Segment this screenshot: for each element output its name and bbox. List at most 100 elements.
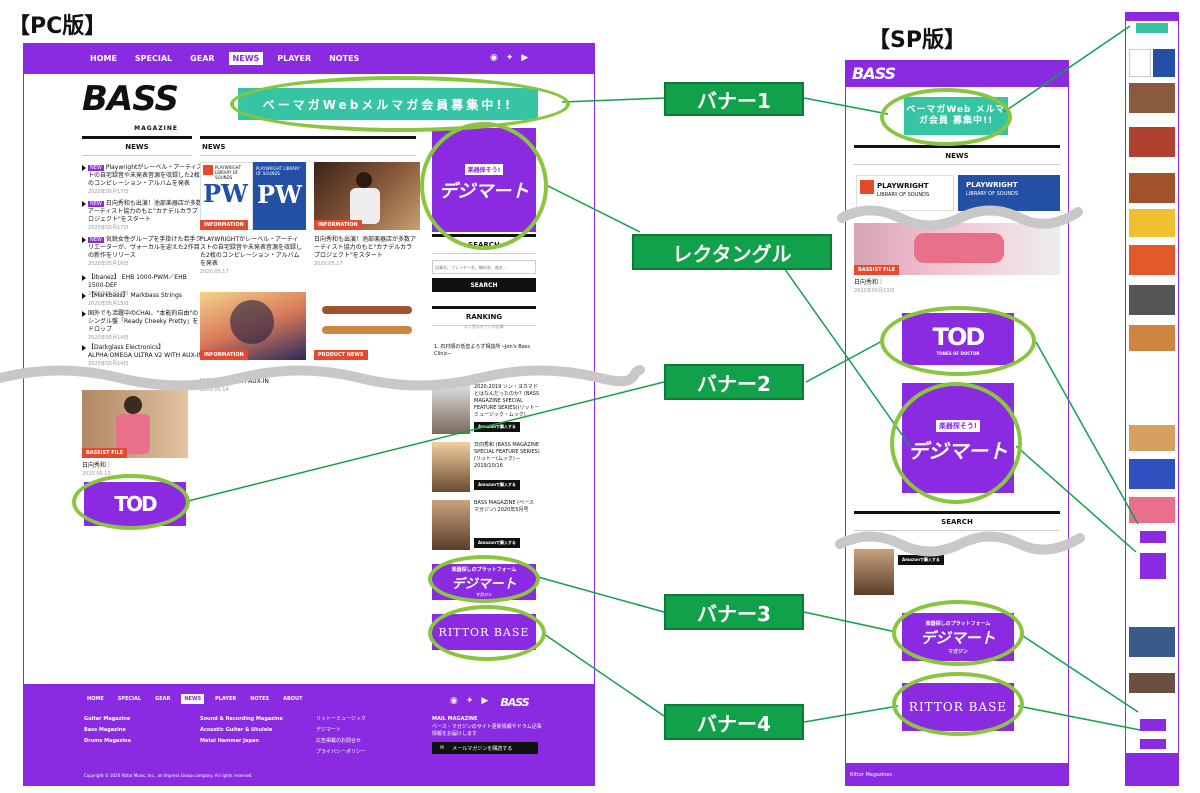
footer-nav-item-home[interactable]: HOME — [87, 696, 104, 702]
footer-link-col1-0[interactable]: Guitar Magazine — [84, 716, 131, 722]
nav-item-special[interactable]: SPECIAL — [134, 54, 173, 63]
sp-pw-2b: LIBRARY OF SOUNDS — [966, 191, 1019, 197]
footer-nav-item-special[interactable]: SPECIAL — [117, 696, 142, 702]
footer-link-col2-1[interactable]: Acoustic Guitar & Ukulele — [200, 727, 273, 733]
pc-search-button[interactable]: SEARCH — [432, 278, 536, 292]
sp-bassist-title: 日向秀和｜ — [854, 279, 885, 286]
sp-pw-cover-1[interactable]: PLAYWRIGHT LIBRARY OF SOUNDS — [856, 175, 954, 211]
youtube-icon[interactable]: ▶ — [521, 53, 529, 63]
pc-bottom-card-thumb[interactable]: BASSIST FILE — [82, 390, 188, 458]
news-list-item[interactable]: 国外でも活躍中のCHAI、"本能的自由"のシングル盤「Ready Cheeky … — [82, 310, 203, 342]
ellipse-pc-rect — [420, 122, 548, 250]
pc-card-person-body-2 — [350, 188, 380, 224]
pc-card-tag-1: INFORMATION — [200, 220, 248, 230]
footer-link-col2-2[interactable]: Metal Hammer Japan — [200, 738, 259, 744]
pc-footer-copyright: Copyright © 2020 Rittor Music, Inc., an … — [84, 773, 253, 778]
footer-nav-item-news[interactable]: NEWS — [181, 694, 205, 704]
footer-link-col3-0[interactable]: リットーミュージック — [316, 716, 366, 722]
nav-item-home[interactable]: HOME — [90, 54, 117, 63]
pc-logo-sub: MAGAZINE — [134, 125, 178, 132]
pc-card-caption-1[interactable]: PLAYWRIGHTがレーベル・アーティストの自宅録音や未発表音源を収録した2枚… — [200, 236, 304, 276]
pc-card-thumb-3[interactable]: INFORMATION — [200, 292, 306, 360]
footer-link-col3-1[interactable]: デジマート — [316, 727, 342, 733]
pc-search-input[interactable] — [432, 260, 536, 274]
footer-twitter-icon[interactable]: ✦ — [465, 696, 474, 706]
footer-link-col2-0[interactable]: Sound & Recording Magazine — [200, 716, 283, 722]
pc-bottom-card-caption[interactable]: 日向秀和｜ 2020.05.13 — [82, 462, 186, 478]
amazon-book-title[interactable]: 2020-2019 ソン・ヨカマドとはなんだったのか？(BASS MAGAZIN… — [474, 384, 540, 418]
nav-item-player[interactable]: PLAYER — [277, 54, 312, 63]
sp-book-cover[interactable] — [854, 549, 894, 595]
sp-bassist-tag: BASSIST FILE — [854, 265, 900, 275]
label-rect: レクタングル — [632, 234, 832, 270]
amazon-buy-button[interactable]: Amazonで購入する — [474, 538, 520, 548]
amazon-book-cover[interactable] — [432, 442, 470, 492]
amazon-buy-button[interactable]: Amazonで購入する — [474, 480, 520, 490]
footer-youtube-icon[interactable]: ▶ — [481, 696, 489, 706]
mail-icon: ✉ — [440, 745, 445, 751]
sp-pw-cover-2[interactable]: PLAYWRIGHT LIBRARY OF SOUNDS — [958, 175, 1060, 211]
pc-ranking-item[interactable]: 1. 石村順の低音よろず相談所 ─Jon's Bass Clinic─ — [434, 344, 530, 357]
footer-nav-item-notes[interactable]: NOTES — [250, 696, 270, 702]
sp-pw-1: PLAYWRIGHT — [877, 182, 929, 190]
amazon-book-title[interactable]: BASS MAGAZINE (ベース マガジン) 2020年5月号 — [474, 500, 534, 513]
sp-bassist-photo[interactable]: BASSIST FILE — [854, 223, 1060, 275]
footer-nav-item-player[interactable]: PLAYER — [215, 696, 237, 702]
pc-card-tag-2: INFORMATION — [314, 220, 362, 230]
amazon-book-title[interactable]: 日向秀和 (BASS MAGAZINE SPECIAL FEATURE SERI… — [474, 442, 540, 469]
pc-card-thumb-2[interactable]: INFORMATION — [314, 162, 420, 230]
footer-link-col1-2[interactable]: Drums Magazine — [84, 738, 131, 744]
footer-link-col3-2[interactable]: 広告掲載のお問合せ — [316, 738, 362, 744]
footer-nav-item-about[interactable]: ABOUT — [283, 696, 303, 702]
twitter-icon[interactable]: ✦ — [505, 53, 514, 63]
rss-icon[interactable]: ◉ — [490, 53, 498, 63]
nav-item-gear[interactable]: GEAR — [190, 54, 215, 63]
new-badge: NEW — [88, 165, 104, 171]
footer-link-col3-3[interactable]: プライバシーポリシー — [316, 749, 366, 755]
amazon-book-cover[interactable] — [432, 384, 470, 434]
strip-photo-4 — [1129, 209, 1175, 237]
label-banner2: バナー2 — [664, 364, 804, 400]
strip-banner-4 — [1140, 739, 1166, 749]
nav-item-notes[interactable]: NOTES — [329, 54, 360, 63]
bullet-triangle-icon — [82, 237, 86, 243]
pc-card-thumb-4[interactable]: PRODUCT NEWS — [314, 292, 420, 360]
news-list-date: 2020年05月17日 — [88, 225, 129, 231]
news-list-item[interactable]: 【Darkglass Electronics】 ALPHA·OMEGA ULTR… — [82, 344, 203, 368]
sp-amazon-button[interactable]: Amazonで購入する — [898, 555, 944, 565]
amazon-buy-button[interactable]: Amazonで購入する — [474, 422, 520, 432]
news-list-date: 2020年05月14日 — [88, 361, 129, 367]
pc-card-thumb-1[interactable]: PW PLAYWRIGHT LIBRARY OF SOUNDS PLAYWRIG… — [200, 162, 306, 230]
pc-social-icons: ◉ ✦ ▶ — [490, 53, 528, 63]
news-list-date: 2020年05月15日 — [88, 291, 129, 297]
pc-card-caption-2[interactable]: 日向秀和も出演！池部楽器店が多数アーティスト協力のもと"カナデルカラプロジェクト… — [314, 236, 418, 268]
news-list-title: 日向秀和も出演！池部楽器店が多数アーティスト協力のもと"カナデルカラプロジェクト… — [88, 200, 202, 223]
footer-nav-item-gear[interactable]: GEAR — [155, 696, 171, 702]
pc-ranking-title: RANKING — [432, 306, 536, 326]
amazon-book-cover[interactable] — [432, 500, 470, 550]
pc-footer-logo[interactable]: BASS — [500, 696, 529, 709]
pc-bottom-caption-1[interactable]: ULTRA V2 WITH AUX-IN 2020.05.14 — [200, 378, 310, 394]
sp-bassist-caption[interactable]: 日向秀和｜ 2020年05月13日 — [854, 279, 954, 295]
news-list-date: 2020年05月17日 — [88, 189, 129, 195]
pw-cover-text-2: PLAYWRIGHT LIBRARY OF SOUNDS — [256, 166, 300, 176]
strip-banner-tod — [1140, 531, 1166, 543]
pc-footer-mail-button[interactable]: ✉ メールマガジンを購読する — [432, 742, 538, 754]
news-list-date: 2020年05月16日 — [88, 261, 129, 267]
footer-link-col1-1[interactable]: Bass Magazine — [84, 727, 126, 733]
ellipse-sp-banner2 — [880, 306, 1036, 376]
footer-rss-icon[interactable]: ◉ — [450, 696, 458, 706]
sp-pw-logo-mark — [860, 180, 874, 194]
pc-bottom-card-title: 日向秀和｜ — [82, 462, 113, 469]
strip-photo-5 — [1129, 245, 1175, 275]
strip-photo-3 — [1129, 173, 1175, 203]
pc-logo[interactable]: BASS MAGAZINE — [82, 82, 179, 144]
nav-item-news[interactable]: NEWS — [228, 52, 264, 65]
sp-logo[interactable]: BASS — [852, 64, 896, 83]
